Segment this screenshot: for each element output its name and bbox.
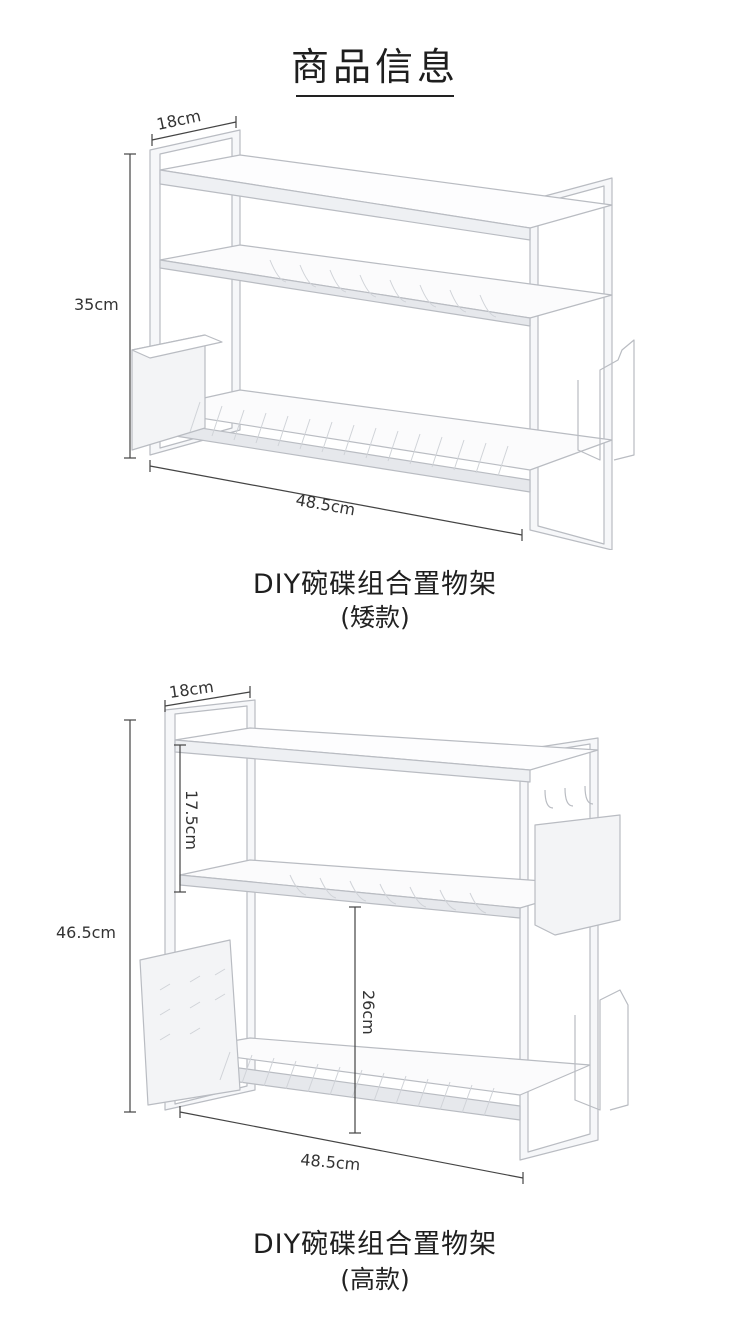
tall-lower-gap-label: 26cm xyxy=(359,990,378,1035)
short-rack-illustration: 18cm 35cm 48.5cm xyxy=(74,110,635,550)
tall-upper-gap-label: 17.5cm xyxy=(182,790,201,850)
page-title: 商品信息 xyxy=(290,45,459,89)
tall-height-label: 46.5cm xyxy=(56,923,116,942)
product-short: 18cm 35cm 48.5cm DIY碗碟组合置物架 (矮款) xyxy=(0,110,750,670)
product-tall: 18cm 46.5cm 17.5cm 26cm 48.5cm DIY碗碟组合置物… xyxy=(0,670,750,1342)
short-height-label: 35cm xyxy=(74,295,119,314)
short-product-name: DIY碗碟组合置物架 xyxy=(252,569,498,600)
tall-width-label: 48.5cm xyxy=(300,1150,361,1174)
tall-product-name: DIY碗碟组合置物架 xyxy=(252,1229,498,1260)
section-header: 商品信息 xyxy=(0,0,750,110)
tall-rack-illustration: 18cm 46.5cm 17.5cm 26cm 48.5cm xyxy=(56,677,629,1184)
short-width-label: 48.5cm xyxy=(294,490,356,519)
short-product-variant: (矮款) xyxy=(340,603,410,632)
tall-depth-label: 18cm xyxy=(168,677,215,702)
tall-product-variant: (高款) xyxy=(340,1265,410,1294)
title-underline xyxy=(296,95,454,97)
